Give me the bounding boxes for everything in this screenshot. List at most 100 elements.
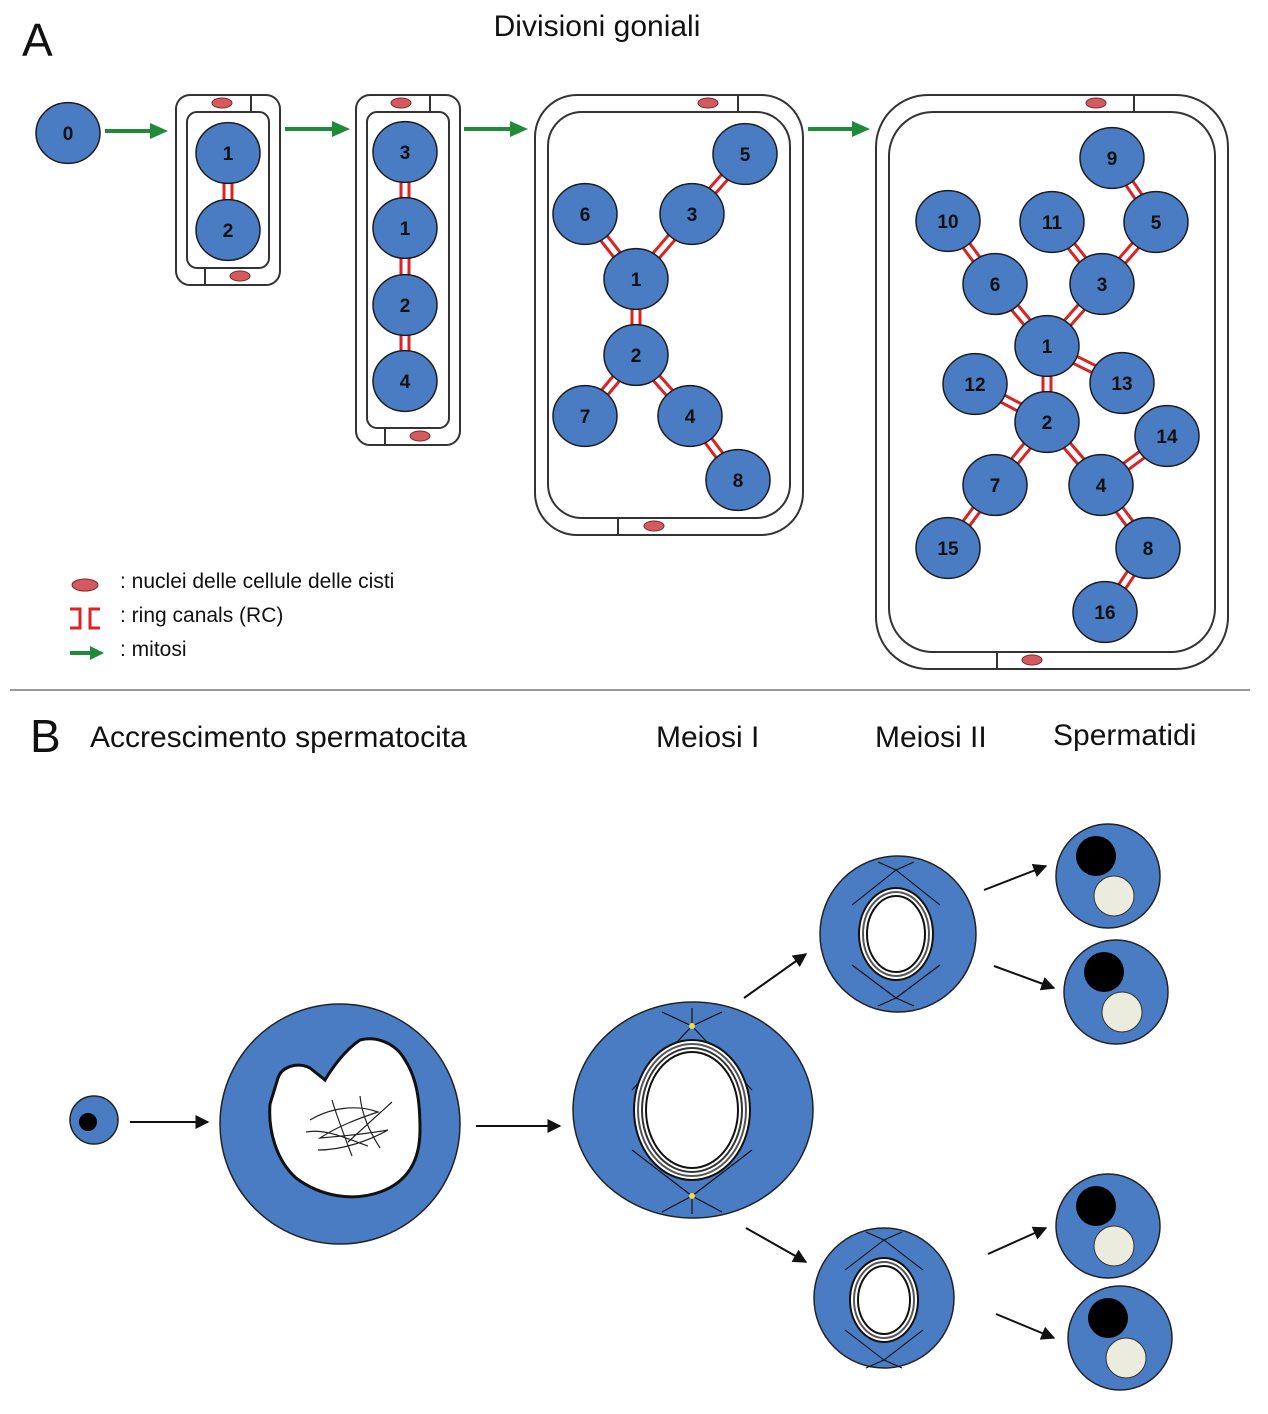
spermatid-black-nucleus [1084, 952, 1124, 992]
germ-cell: 6 [962, 252, 1028, 316]
cell-number-label: 8 [1143, 539, 1154, 560]
progression-arrows [130, 864, 1056, 1340]
cell-number-label: 2 [1042, 413, 1053, 434]
spermatid-black-nucleus [1076, 836, 1116, 876]
mitosis-arrow [105, 123, 168, 139]
germ-cell: 4 [657, 384, 723, 448]
progression-arrow [987, 1226, 1048, 1255]
cell-number-label: 5 [1151, 213, 1162, 234]
germ-cell: 0 [35, 101, 101, 165]
cell-number-label: 2 [223, 221, 234, 242]
cell-number-label: 2 [400, 296, 411, 317]
cell-number-label: 10 [937, 212, 958, 233]
cell-number-label: 7 [990, 476, 1001, 497]
cyst-nucleus [1021, 654, 1043, 666]
germ-cell: 10 [915, 189, 981, 253]
cell-number-label: 14 [1156, 427, 1178, 448]
cell-number-label: 15 [937, 539, 959, 560]
cell-number-label: 7 [580, 407, 591, 428]
growing-nucleus [268, 1037, 422, 1199]
germ-cell: 2 [603, 323, 669, 387]
growing-spermatocyte [219, 1003, 461, 1245]
legend: : nuclei delle cellule delle cisti : rin… [70, 570, 394, 661]
germ-cell: 5 [712, 122, 778, 186]
heading-spermatids: Spermatidi [1053, 719, 1196, 752]
meiosis-one-cell [572, 1001, 814, 1219]
cell-number-label: 12 [964, 375, 985, 396]
cell-number-label: 5 [740, 145, 751, 166]
cyst-nucleus [229, 270, 251, 282]
cell-number-label: 1 [223, 144, 234, 165]
germ-cell: 4 [1068, 453, 1134, 517]
progression-arrow [745, 1227, 808, 1263]
progression-arrow [995, 1313, 1056, 1340]
small-spermatogonium [69, 1095, 119, 1145]
germ-cell: 8 [1115, 516, 1181, 580]
cell-number-label: 9 [1107, 149, 1118, 170]
mitosis-arrows [105, 121, 870, 139]
meiosis-two-cell-top [819, 855, 977, 1013]
cell-number-label: 4 [400, 372, 411, 393]
cyst-nucleus [409, 430, 431, 442]
spermatid-pale-body [1093, 875, 1135, 917]
cyst-nucleus [1085, 97, 1107, 109]
germ-cell: 5 [1123, 190, 1189, 254]
legend-label-nuclei: : nuclei delle cellule delle cisti [120, 570, 394, 593]
cell-number-label: 13 [1111, 374, 1132, 395]
spermatids [1055, 823, 1173, 1391]
germ-cell: 16 [1072, 580, 1138, 644]
cell-number-label: 4 [1096, 476, 1107, 497]
germ-cell: 8 [705, 448, 771, 512]
ring-canal-icon [70, 607, 100, 630]
germ-cell: 2 [1014, 390, 1080, 454]
legend-label-mitosis: : mitosi [120, 638, 187, 661]
spermatid-black-nucleus [1076, 1186, 1116, 1226]
germ-cell: 2 [195, 198, 261, 262]
chromatin-threads [305, 1095, 393, 1157]
green-arrow-icon [70, 646, 104, 660]
spermatid-pale-body [1105, 1337, 1147, 1379]
panel-a-title: Divisioni goniali [494, 10, 701, 43]
cyst-cell-nuclei [211, 97, 1107, 666]
progression-arrow [983, 864, 1048, 891]
germ-cell: 3 [372, 120, 438, 184]
cell-number-label: 0 [63, 124, 74, 145]
germ-cell: 4 [372, 349, 438, 413]
germ-cell: 1 [195, 121, 261, 185]
cell-number-label: 3 [400, 143, 411, 164]
spermatid-black-nucleus [1088, 1298, 1128, 1338]
germ-cell: 2 [372, 273, 438, 337]
cell-number-label: 3 [1097, 275, 1108, 296]
germ-cell: 3 [1069, 252, 1135, 316]
cell-number-label: 4 [685, 407, 696, 428]
progression-arrow [993, 965, 1056, 991]
cell-number-label: 6 [990, 275, 1001, 296]
germ-cell: 15 [915, 516, 981, 580]
germ-cell: 11 [1019, 190, 1085, 254]
nucleus-ellipse-icon [71, 578, 99, 592]
cell-number-label: 16 [1094, 603, 1115, 624]
spermatid [1055, 1173, 1161, 1279]
heading-spermatocyte-growth: Accrescimento spermatocita [90, 721, 467, 754]
panel-b-letter: B [30, 710, 61, 762]
spermatid [1067, 1285, 1173, 1391]
germ-cell: 7 [552, 384, 618, 448]
spermatid-pale-body [1101, 991, 1143, 1033]
spermatid-pale-body [1093, 1225, 1135, 1267]
mitosis-arrow [464, 121, 528, 137]
cyst-nucleus [211, 97, 233, 109]
legend-label-ring-canals: : ring canals (RC) [120, 604, 283, 627]
cell-number-label: 1 [631, 270, 642, 291]
mitosis-arrow [808, 121, 870, 137]
mitosis-arrow [285, 121, 350, 137]
germ-cell: 1 [1014, 314, 1080, 378]
germ-cell: 3 [659, 182, 725, 246]
cyst-nucleus [643, 520, 665, 532]
cyst-nucleus [390, 97, 412, 109]
cell-number-label: 8 [733, 471, 744, 492]
spermatid [1055, 823, 1161, 929]
germ-cell: 1 [603, 247, 669, 311]
cell-number-label: 11 [1042, 213, 1063, 234]
cyst-nucleus [697, 97, 719, 109]
germ-cell: 13 [1089, 351, 1155, 415]
